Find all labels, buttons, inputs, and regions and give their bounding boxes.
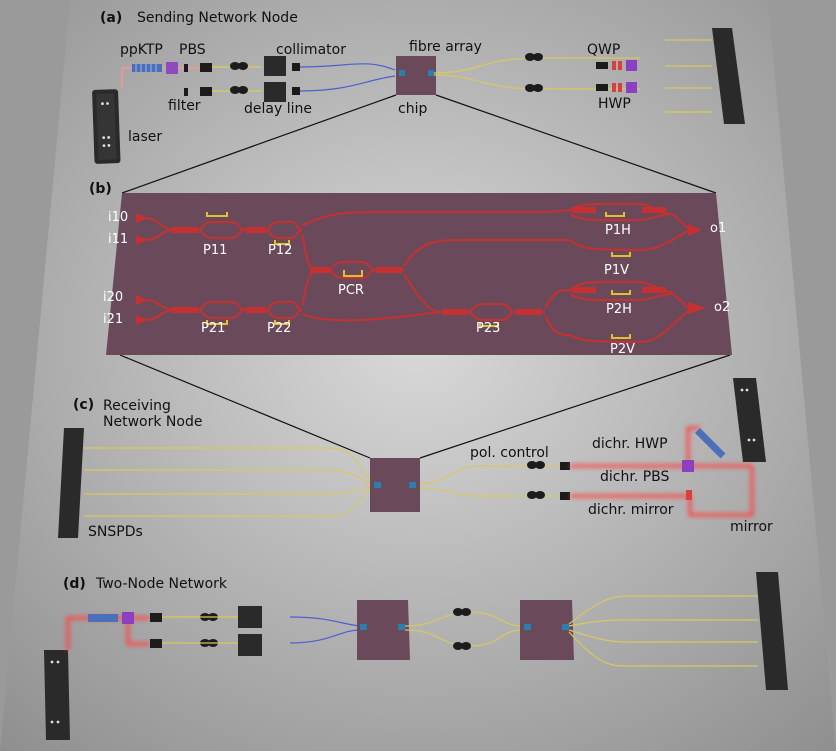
detector-box-a [712, 28, 745, 124]
label-dichr-mirror: dichr. mirror [588, 502, 674, 518]
label-fibre-array: fibre array [409, 39, 482, 55]
laser-box-c [733, 378, 766, 462]
laser-box [92, 89, 121, 164]
label-i20: i20 [103, 290, 124, 305]
label-dichr-hwp: dichr. HWP [592, 436, 668, 452]
label-filter: filter [168, 98, 201, 114]
label-i10: i10 [108, 210, 129, 225]
dichroic-hwp [695, 428, 726, 459]
two-node-network [44, 572, 788, 740]
chip-d1 [357, 600, 410, 660]
pbs-cube [166, 62, 178, 74]
label-p22: P22 [267, 321, 292, 336]
label-hwp: HWP [598, 96, 631, 112]
detector-box-c [58, 428, 84, 538]
label-snspds: SNSPDs [88, 524, 143, 540]
filter [184, 64, 188, 72]
chip-detail [106, 193, 732, 355]
panel-d-letter: (d) [63, 576, 86, 592]
chip-d2 [520, 600, 574, 660]
panel-a-letter: (a) [100, 10, 123, 26]
label-dichr-pbs: dichr. PBS [600, 469, 670, 485]
chip-a [396, 56, 436, 95]
label-i21: i21 [103, 312, 124, 327]
label-p1v: P1V [604, 263, 630, 278]
label-p2v: P2V [610, 342, 636, 357]
panel-c-letter: (c) [73, 397, 95, 413]
label-mirror: mirror [730, 519, 773, 535]
label-p11: P11 [203, 243, 228, 258]
laser-box-d [44, 650, 70, 740]
label-qwp: QWP [587, 42, 621, 58]
label-chip: chip [398, 101, 428, 117]
label-collimator: collimator [276, 42, 346, 58]
receiving-node [58, 378, 766, 538]
sending-node [92, 28, 745, 164]
chip-c [370, 458, 420, 512]
panel-b-letter: (b) [89, 181, 112, 197]
label-i11: i11 [108, 232, 129, 247]
label-o2: o2 [714, 300, 731, 315]
label-p1h: P1H [605, 223, 631, 238]
label-ppktp: ppKTP [120, 42, 163, 58]
panel-d-title: Two-Node Network [96, 576, 228, 592]
panel-c-title: Receiving Network Node [103, 398, 203, 431]
label-pcr: PCR [338, 283, 364, 298]
label-pbs: PBS [179, 42, 206, 58]
label-p23: P23 [476, 321, 501, 336]
label-delay-line: delay line [244, 101, 312, 117]
label-p21: P21 [201, 321, 226, 336]
panel-a-title: Sending Network Node [137, 10, 298, 26]
label-o1: o1 [710, 221, 727, 236]
label-p12: P12 [268, 243, 293, 258]
label-pol-control: pol. control [470, 445, 549, 461]
label-p2h: P2H [606, 302, 632, 317]
detector-box-d [756, 572, 788, 690]
delay-line-mount [262, 56, 300, 102]
label-laser: laser [128, 129, 163, 145]
ppktp-crystal [132, 64, 162, 72]
